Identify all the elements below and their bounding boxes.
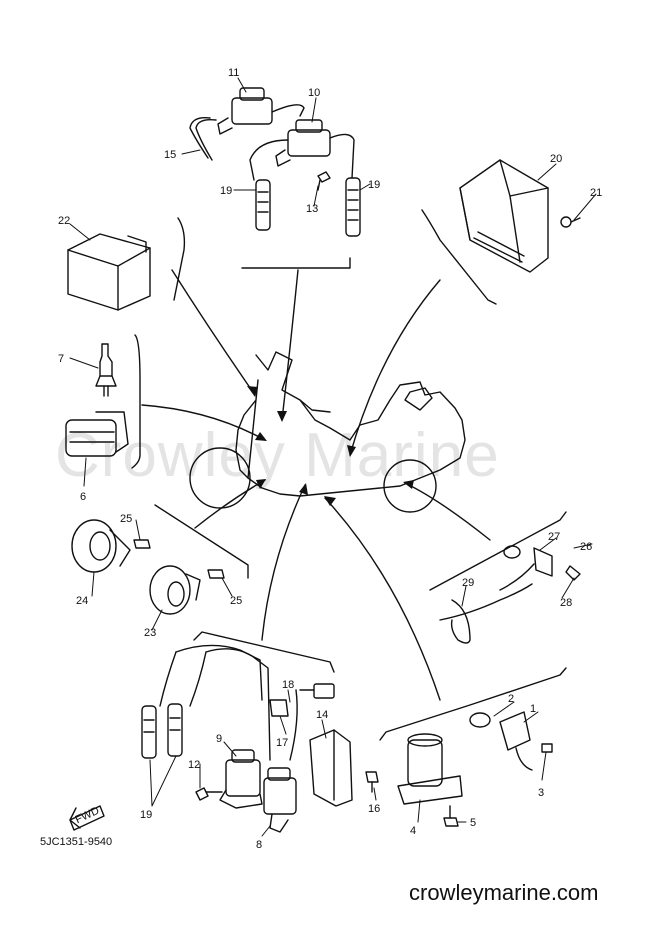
motorcycle-outline xyxy=(189,351,466,513)
callout-18[interactable]: 18 xyxy=(282,679,294,691)
callout-23[interactable]: 23 xyxy=(144,627,156,639)
callout-1[interactable]: 1 xyxy=(530,703,536,715)
callout-27[interactable]: 27 xyxy=(548,531,560,543)
group-brackets xyxy=(131,209,567,741)
bolt-25-upper xyxy=(133,539,151,549)
callout-22[interactable]: 22 xyxy=(58,215,70,227)
callout-19-lower[interactable]: 19 xyxy=(140,809,152,821)
sensor-7 xyxy=(95,343,117,397)
callout-19-top-right[interactable]: 19 xyxy=(368,179,380,191)
callout-13[interactable]: 13 xyxy=(306,203,318,215)
screw-13 xyxy=(317,171,331,191)
callout-20[interactable]: 20 xyxy=(550,153,562,165)
bracket-1 xyxy=(499,711,533,771)
plug-caps-19-lower xyxy=(141,644,271,761)
bolt-21 xyxy=(560,216,581,228)
fwd-label: FWD xyxy=(73,805,101,826)
bolt-25-lower xyxy=(207,569,225,579)
callout-12[interactable]: 12 xyxy=(188,759,200,771)
fwd-arrow xyxy=(69,805,105,831)
callout-9[interactable]: 9 xyxy=(216,733,222,745)
callout-11[interactable]: 11 xyxy=(228,67,239,79)
callout-14[interactable]: 14 xyxy=(316,709,328,721)
callout-2[interactable]: 2 xyxy=(508,693,514,705)
callout-17[interactable]: 17 xyxy=(276,737,288,749)
callout-19-top-left[interactable]: 19 xyxy=(220,185,232,197)
horn-23 xyxy=(149,565,201,615)
callout-15[interactable]: 15 xyxy=(164,149,176,161)
screw-3 xyxy=(541,743,553,753)
ignition-coil-11 xyxy=(217,87,305,135)
bracket-14 xyxy=(309,729,353,807)
footer-url[interactable]: crowleymarine.com xyxy=(409,880,599,905)
diagram-code: 5JC1351-9540 xyxy=(40,836,113,848)
callout-5[interactable]: 5 xyxy=(470,817,476,829)
callout-21[interactable]: 21 xyxy=(590,187,602,199)
callout-25-lower[interactable]: 25 xyxy=(230,595,242,607)
plug-cap-19-right xyxy=(345,177,361,237)
bolt-16 xyxy=(365,771,379,793)
lead-18 xyxy=(289,683,335,761)
lead-wire-15 xyxy=(189,117,217,161)
lead-29 xyxy=(439,583,533,644)
arrowheads xyxy=(247,386,414,506)
clamp-17 xyxy=(269,699,289,717)
relay-22 xyxy=(67,233,151,311)
callout-8[interactable]: 8 xyxy=(256,839,262,851)
callout-25-upper[interactable]: 25 xyxy=(120,513,132,525)
callout-10[interactable]: 10 xyxy=(308,87,320,99)
callout-16[interactable]: 16 xyxy=(368,803,380,815)
seal-2 xyxy=(469,712,491,728)
callout-28[interactable]: 28 xyxy=(560,597,572,609)
ecu-20 xyxy=(459,159,549,273)
callout-7[interactable]: 7 xyxy=(58,353,64,365)
ignition-coil-8 xyxy=(263,767,297,833)
callout-3[interactable]: 3 xyxy=(538,787,544,799)
sensor-26 xyxy=(499,545,581,591)
actuator-4 xyxy=(397,733,463,805)
plug-cap-19-left xyxy=(255,179,271,231)
bolt-5 xyxy=(443,805,459,827)
callout-26[interactable]: 26 xyxy=(580,541,592,553)
ignition-coil-10 xyxy=(249,119,355,181)
ignition-coil-9 xyxy=(219,749,263,809)
callout-24[interactable]: 24 xyxy=(76,595,88,607)
callout-29[interactable]: 29 xyxy=(462,577,474,589)
callout-6[interactable]: 6 xyxy=(80,491,86,503)
callout-leaders xyxy=(69,77,597,837)
watermark-text: Crowley Marine xyxy=(55,421,500,490)
leader-lines xyxy=(141,269,491,701)
callout-4[interactable]: 4 xyxy=(410,825,416,837)
screw-12 xyxy=(195,787,223,801)
sensor-6 xyxy=(65,411,129,457)
